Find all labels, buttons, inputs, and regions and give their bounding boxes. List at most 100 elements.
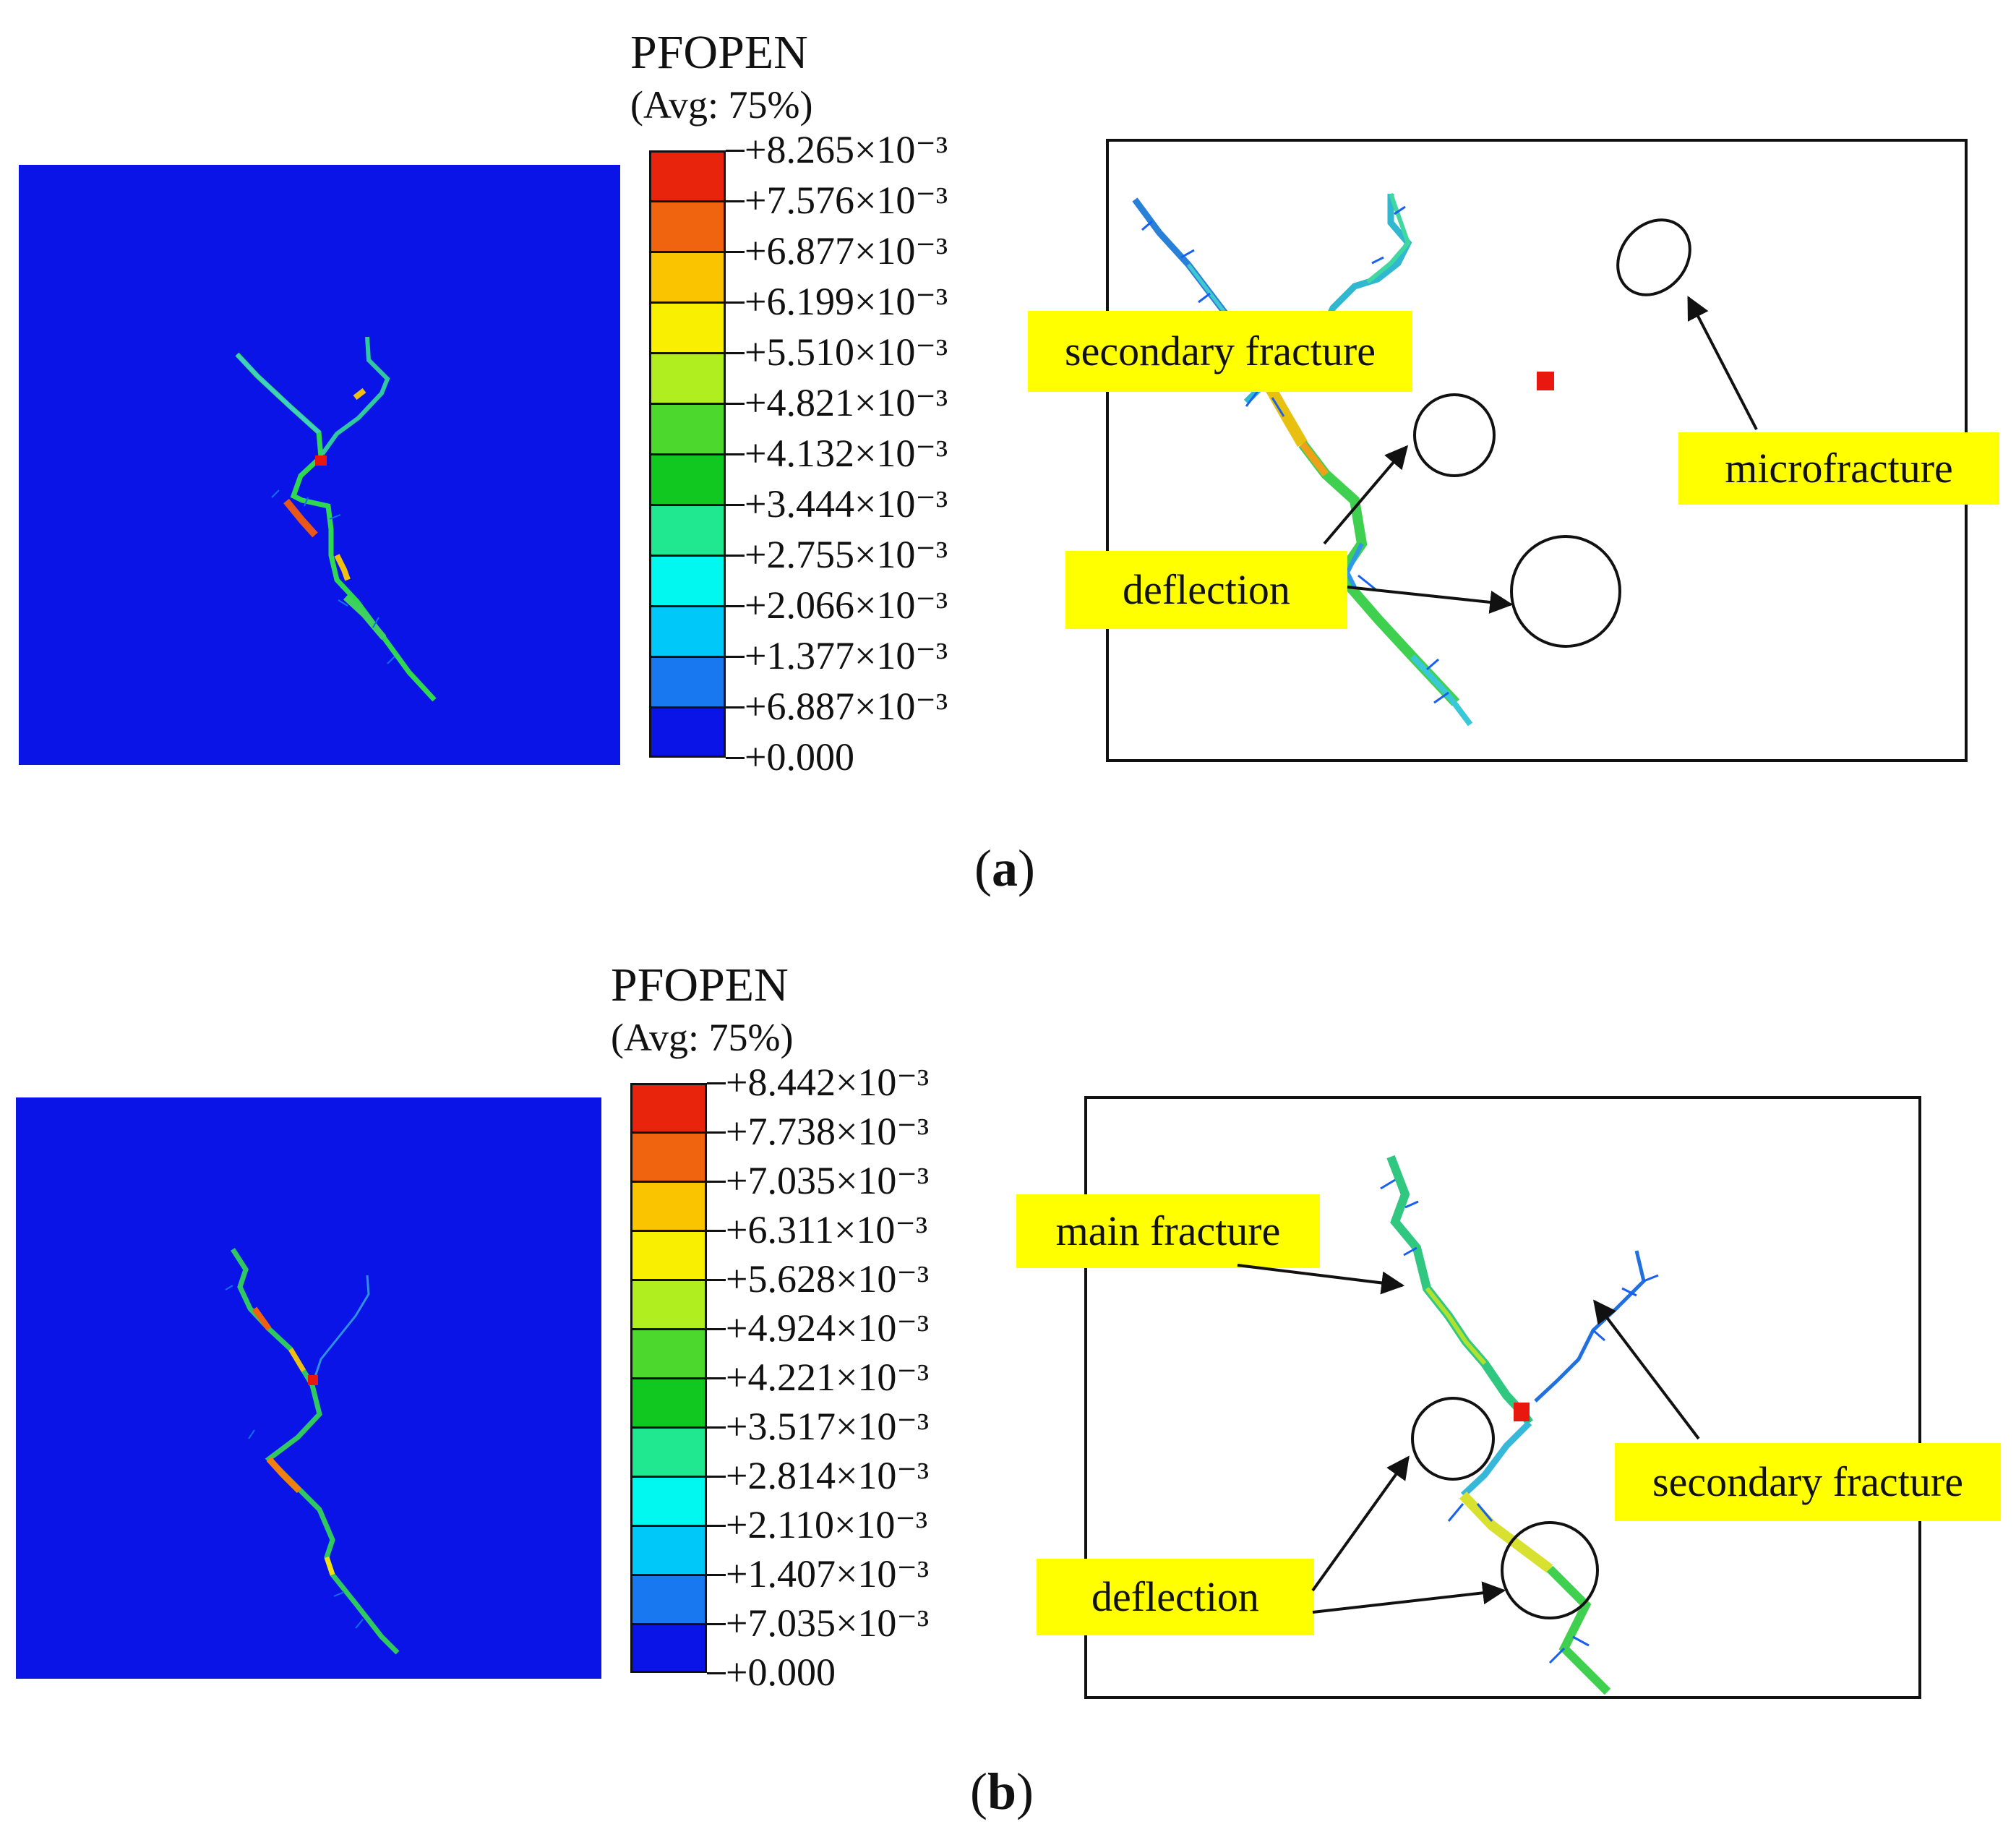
legend-average-a: (Avg: 75%) <box>630 83 813 127</box>
legend-tick <box>726 656 745 658</box>
deflection-label-b: deflection <box>1037 1559 1314 1635</box>
legend-tick <box>707 1181 726 1183</box>
caption-a: (a) <box>974 839 1035 897</box>
legend-band <box>649 656 726 707</box>
legend-tick <box>726 251 745 253</box>
legend-band <box>630 1525 707 1575</box>
legend-tick <box>707 1476 726 1478</box>
secondary-fracture-label-b: secondary fracture <box>1615 1443 2001 1521</box>
legend-band-separator <box>630 1181 707 1183</box>
legend-tick-label: +7.738×10⁻³ <box>726 1110 930 1153</box>
legend-band-separator <box>630 1426 707 1429</box>
legend-band <box>649 707 726 758</box>
legend-band <box>649 201 726 252</box>
legend-band-separator <box>630 1230 707 1232</box>
legend-title-a: PFOPEN <box>630 26 808 79</box>
legend-band-separator <box>649 200 726 202</box>
legend-band-separator <box>649 352 726 354</box>
legend-tick-label: +4.821×10⁻³ <box>745 381 948 424</box>
legend-band <box>649 353 726 403</box>
legend-band-separator <box>649 555 726 557</box>
legend-band <box>649 302 726 353</box>
legend-band <box>649 454 726 505</box>
simulation-field-b <box>16 1097 601 1679</box>
legend-tick <box>726 555 745 557</box>
legend-band <box>630 1575 707 1624</box>
legend-tick <box>707 1328 726 1330</box>
legend-band <box>630 1132 707 1181</box>
panel-b: PFOPEN (Avg: 75%) +8.442×10⁻³+7.738×10⁻³… <box>0 925 2016 1832</box>
color-legend-b: +8.442×10⁻³+7.738×10⁻³+7.035×10⁻³+6.311×… <box>630 1063 1006 1692</box>
legend-band-separator <box>649 403 726 405</box>
legend-tick-label: +7.035×10⁻³ <box>726 1159 930 1202</box>
simulation-field-a <box>19 165 620 765</box>
legend-band-separator <box>630 1377 707 1379</box>
legend-tick-label: +7.035×10⁻³ <box>726 1601 930 1645</box>
legend-tick-label: +1.377×10⁻³ <box>745 634 948 677</box>
legend-average-b: (Avg: 75%) <box>611 1016 794 1059</box>
legend-band <box>649 555 726 606</box>
legend-tick <box>726 150 745 152</box>
legend-tick <box>726 504 745 506</box>
legend-band-separator <box>649 706 726 709</box>
legend-band-separator <box>630 1623 707 1625</box>
legend-tick <box>707 1131 726 1134</box>
legend-tick-label: +7.576×10⁻³ <box>745 179 948 222</box>
legend-band <box>630 1329 707 1378</box>
legend-band <box>630 1427 707 1476</box>
legend-band-separator <box>630 1525 707 1527</box>
legend-tick-label: +3.517×10⁻³ <box>726 1405 930 1448</box>
legend-tick-label: +6.887×10⁻³ <box>745 685 948 728</box>
legend-band-separator <box>649 301 726 304</box>
microfracture-label-a: microfracture <box>1678 432 1999 505</box>
legend-tick-label: +0.000 <box>726 1651 836 1694</box>
legend-tick-label: +4.924×10⁻³ <box>726 1306 930 1350</box>
secondary-fracture-label-a: secondary fracture <box>1028 311 1412 392</box>
legend-tick-label: +6.199×10⁻³ <box>745 280 948 323</box>
legend-tick <box>726 200 745 202</box>
legend-band <box>630 1280 707 1329</box>
legend-band <box>630 1378 707 1427</box>
legend-tick-label: +2.755×10⁻³ <box>745 533 948 576</box>
legend-band <box>649 403 726 454</box>
legend-tick-label: +2.066×10⁻³ <box>745 583 948 627</box>
legend-tick-label: +0.000 <box>745 735 854 779</box>
legend-tick <box>726 403 745 405</box>
legend-tick <box>726 706 745 709</box>
legend-tick <box>726 757 745 759</box>
caption-b: (b) <box>970 1763 1034 1820</box>
legend-tick-label: +2.110×10⁻³ <box>726 1503 928 1546</box>
legend-band <box>649 505 726 555</box>
legend-band <box>630 1476 707 1525</box>
legend-tick-label: +4.132×10⁻³ <box>745 432 948 475</box>
legend-tick <box>707 1230 726 1232</box>
legend-tick-label: +6.877×10⁻³ <box>745 229 948 273</box>
legend-tick-label: +2.814×10⁻³ <box>726 1454 930 1497</box>
legend-tick-label: +5.510×10⁻³ <box>745 330 948 374</box>
legend-tick-label: +4.221×10⁻³ <box>726 1356 930 1399</box>
legend-tick <box>726 453 745 455</box>
panel-a: PFOPEN (Avg: 75%) +8.265×10⁻³ +7.576×10⁻³… <box>19 26 1999 897</box>
legend-band <box>630 1230 707 1280</box>
legend-tick <box>707 1426 726 1429</box>
legend-band-separator <box>630 1131 707 1134</box>
legend-band-separator <box>649 504 726 506</box>
legend-tick <box>707 1525 726 1527</box>
legend-tick-label: +6.311×10⁻³ <box>726 1208 928 1251</box>
legend-tick-label: +5.628×10⁻³ <box>726 1257 930 1301</box>
caption-letter-a: a <box>991 839 1018 897</box>
legend-band-separator <box>649 605 726 607</box>
legend-band-separator <box>649 656 726 658</box>
legend-tick <box>707 1377 726 1379</box>
legend-band-separator <box>630 1279 707 1281</box>
legend-tick <box>707 1082 726 1084</box>
legend-band <box>649 606 726 656</box>
legend-band-separator <box>649 453 726 455</box>
legend-band <box>630 1083 707 1132</box>
legend-tick-label: +8.265×10⁻³ <box>745 128 948 171</box>
legend-band <box>649 150 726 201</box>
legend-band-separator <box>630 1574 707 1576</box>
legend-tick-label: +3.444×10⁻³ <box>745 482 948 526</box>
legend-band <box>630 1624 707 1673</box>
legend-tick <box>726 352 745 354</box>
